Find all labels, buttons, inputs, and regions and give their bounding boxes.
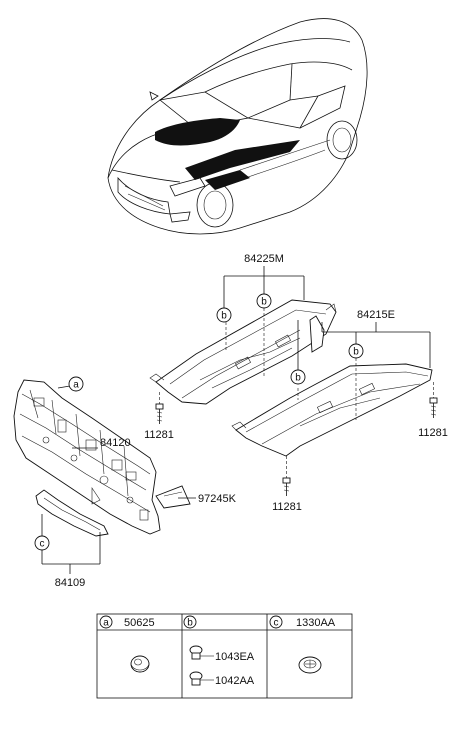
label-97245K: 97245K <box>198 493 237 505</box>
svg-text:c: c <box>40 539 45 550</box>
callout-b-1: b <box>256 293 272 309</box>
svg-text:b: b <box>353 347 359 358</box>
under-cover-84225M <box>149 299 337 405</box>
pad-84109 <box>35 489 109 537</box>
bolt-11281-mid <box>282 477 291 496</box>
plug-1330AA-icon <box>298 656 322 674</box>
callout-c: c <box>34 535 50 551</box>
label-11281-right: 11281 <box>418 427 448 439</box>
svg-text:b: b <box>187 618 193 629</box>
callout-b-2: b <box>216 307 232 323</box>
svg-text:a: a <box>103 618 109 629</box>
legend-part-50625: 50625 <box>124 617 155 629</box>
dash-insulator-84120 <box>13 379 161 535</box>
clip-1042AA-icon <box>189 671 214 686</box>
label-84225M: 84225M <box>244 253 284 265</box>
legend-callout-b <box>183 615 197 629</box>
label-84109: 84109 <box>55 577 86 589</box>
legend-part-1042AA: 1042AA <box>215 675 255 687</box>
svg-text:b: b <box>261 297 267 308</box>
label-11281-left: 11281 <box>144 429 174 441</box>
under-cover-84215E <box>231 315 433 457</box>
svg-text:a: a <box>73 380 79 391</box>
svg-text:c: c <box>274 618 279 629</box>
clip-1043EA-icon <box>189 645 214 660</box>
label-84215E: 84215E <box>357 309 395 321</box>
car-illustration <box>107 18 368 235</box>
svg-text:b: b <box>295 373 301 384</box>
svg-text:b: b <box>221 311 227 322</box>
label-84120: 84120 <box>100 437 131 449</box>
legend-table: a 50625 b c 1330AA 1043EA 1042AA <box>96 613 353 699</box>
leader-lines <box>41 266 434 574</box>
callout-b-3: b <box>348 343 364 359</box>
legend-part-1330AA: 1330AA <box>296 617 336 629</box>
callout-b-4: b <box>290 369 306 385</box>
legend-part-1043EA: 1043EA <box>215 651 255 663</box>
legend-callout-a <box>99 615 113 629</box>
bolt-11281-left <box>155 403 164 424</box>
label-11281-mid: 11281 <box>272 501 302 513</box>
callout-a: a <box>68 376 84 392</box>
grommet-50625-icon <box>130 655 150 673</box>
legend-callout-c <box>269 615 283 629</box>
bolt-11281-right <box>429 397 438 418</box>
insulator-97245K <box>155 485 191 509</box>
